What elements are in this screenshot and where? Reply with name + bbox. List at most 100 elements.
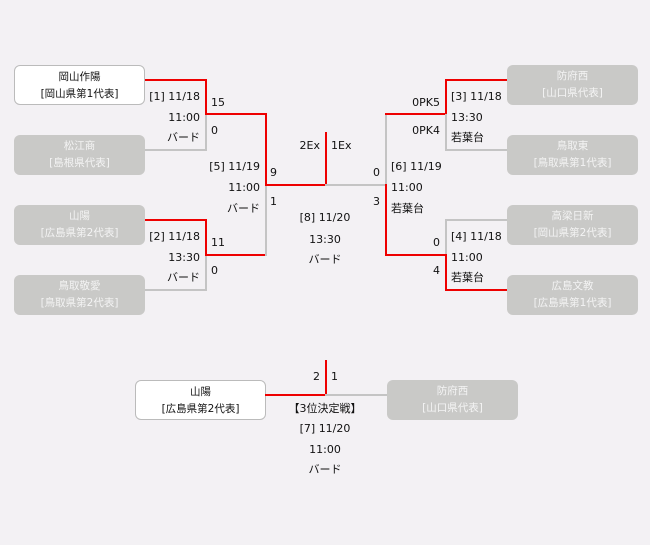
match-number: [2] 11/18: [149, 230, 200, 243]
bracket-line: [445, 289, 507, 291]
bracket-line: [385, 113, 447, 115]
score: 2Ex: [299, 139, 320, 152]
team-pref: [岡山県第1代表]: [40, 88, 119, 100]
score: 11: [211, 236, 225, 249]
team-pref: [広島県第2代表]: [40, 227, 119, 239]
third-place-title: 【3位決定戦】: [288, 402, 362, 415]
bracket-line: [205, 219, 207, 256]
team-name: 山陽: [190, 386, 211, 398]
match-time: 11:00: [168, 111, 200, 124]
bracket-line: [445, 114, 447, 151]
team-box-hofu-nishi[interactable]: 防府西 [山口県代表]: [507, 65, 638, 105]
team-pref: [山口県代表]: [542, 87, 603, 99]
score: 0: [211, 124, 218, 137]
team-name: 鳥取東: [556, 140, 589, 152]
bracket-line: [265, 185, 267, 256]
match-venue: バード: [167, 271, 200, 284]
score: 3: [373, 195, 380, 208]
bracket-line: [265, 394, 327, 396]
team-box-third-sanyo[interactable]: 山陽 [広島県第2代表]: [135, 380, 266, 420]
match-venue: 若葉台: [391, 202, 424, 215]
bracket-line: [445, 79, 447, 115]
bracket-line: [445, 219, 447, 256]
team-box-hiroshima-bunkyo[interactable]: 広島文教 [広島県第1代表]: [507, 275, 638, 315]
bracket-line: [205, 255, 207, 291]
bracket-line: [445, 79, 507, 81]
bracket-line: [205, 254, 267, 256]
team-pref: [鳥取県第2代表]: [40, 297, 119, 309]
team-name: 広島文教: [551, 280, 594, 292]
bracket-line: [205, 113, 267, 115]
match-time: 11:00: [309, 443, 341, 456]
score: 1: [331, 370, 338, 383]
team-pref: [島根県代表]: [49, 157, 110, 169]
team-name: 高梁日新: [551, 210, 594, 222]
match-time: 13:30: [168, 251, 200, 264]
score: 0: [211, 264, 218, 277]
match-time: 11:00: [451, 251, 483, 264]
match-venue: バード: [308, 463, 342, 476]
bracket-line: [145, 79, 207, 81]
team-name: 岡山作陽: [58, 71, 101, 83]
bracket-line: [325, 132, 327, 186]
match-venue: バード: [227, 202, 260, 215]
bracket-line: [205, 114, 207, 151]
score: 0: [433, 236, 440, 249]
score: 9: [270, 166, 277, 179]
team-box-matsue-sho[interactable]: 松江商 [島根県代表]: [14, 135, 145, 175]
score: 2: [313, 370, 320, 383]
match-number: [3] 11/18: [451, 90, 502, 103]
match-time: 13:30: [309, 233, 341, 246]
bracket-line: [385, 254, 447, 256]
team-name: 松江商: [63, 140, 96, 152]
bracket-line: [385, 114, 387, 186]
team-box-tottori-keiai[interactable]: 鳥取敬愛 [鳥取県第2代表]: [14, 275, 145, 315]
bracket-line: [145, 149, 207, 151]
match-venue: バード: [308, 253, 342, 266]
bracket-line: [325, 184, 387, 186]
match-number: [1] 11/18: [149, 90, 200, 103]
score: 1: [270, 195, 277, 208]
score: 15: [211, 96, 225, 109]
score: 4: [433, 264, 440, 277]
match-number: [4] 11/18: [451, 230, 502, 243]
team-pref: [広島県第1代表]: [533, 297, 612, 309]
match-number: [6] 11/19: [391, 160, 442, 173]
team-name: 防府西: [556, 70, 589, 82]
team-name: 山陽: [69, 210, 90, 222]
team-box-okayama-sakuyo[interactable]: 岡山作陽 [岡山県第1代表]: [14, 65, 145, 105]
score: 0PK5: [412, 96, 440, 109]
bracket-line: [325, 394, 387, 396]
match-time: 11:00: [391, 181, 423, 194]
bracket-line: [445, 149, 507, 151]
score: 0: [373, 166, 380, 179]
score: 1Ex: [331, 139, 352, 152]
team-box-sanyo[interactable]: 山陽 [広島県第2代表]: [14, 205, 145, 245]
team-pref: [鳥取県第1代表]: [533, 157, 612, 169]
team-box-takahashi-nisshin[interactable]: 高梁日新 [岡山県第2代表]: [507, 205, 638, 245]
match-time: 11:00: [228, 181, 260, 194]
team-name: 防府西: [436, 385, 469, 397]
team-pref: [岡山県第2代表]: [533, 227, 612, 239]
team-pref: [広島県第2代表]: [161, 403, 240, 415]
bracket-line: [325, 360, 327, 396]
bracket-line: [445, 219, 507, 221]
match-venue: 若葉台: [451, 131, 484, 144]
bracket-line: [145, 219, 207, 221]
score: 0PK4: [412, 124, 440, 137]
bracket-line: [205, 79, 207, 115]
match-number: [5] 11/19: [209, 160, 260, 173]
match-number: [7] 11/20: [299, 422, 351, 435]
match-number: [8] 11/20: [299, 211, 351, 224]
team-box-tottori-higashi[interactable]: 鳥取東 [鳥取県第1代表]: [507, 135, 638, 175]
bracket-line: [265, 184, 327, 186]
bracket-line: [145, 289, 207, 291]
bracket-line: [445, 254, 447, 291]
team-pref: [山口県代表]: [422, 402, 483, 414]
team-box-third-hofu-nishi[interactable]: 防府西 [山口県代表]: [387, 380, 518, 420]
team-name: 鳥取敬愛: [58, 280, 101, 292]
match-time: 13:30: [451, 111, 483, 124]
match-venue: バード: [167, 131, 200, 144]
bracket-line: [265, 113, 267, 186]
